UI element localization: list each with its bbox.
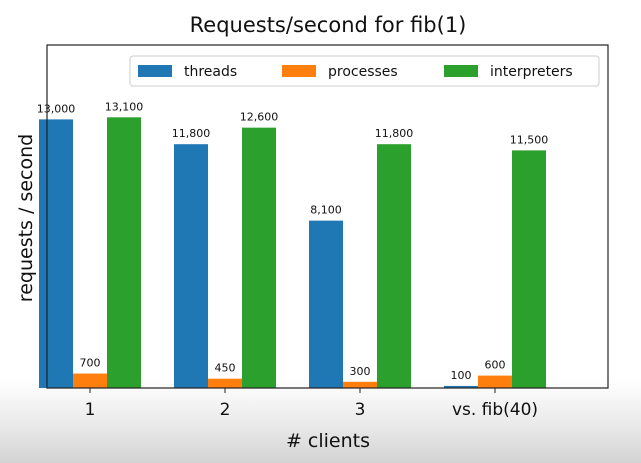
- bar-processes-3: [478, 375, 512, 388]
- legend-box: [129, 55, 600, 87]
- bar-interpreters-1: [242, 127, 276, 388]
- bar-threads-0: [39, 119, 73, 388]
- chart-title: Requests/second for fib(1): [190, 13, 467, 37]
- data-label-interpreters-3: 11,500: [510, 133, 549, 146]
- data-label-threads-0: 13,000: [37, 102, 76, 115]
- data-label-processes-2: 300: [350, 365, 371, 378]
- x-tick-label-3: vs. fib(40): [452, 400, 538, 420]
- data-label-threads-2: 8,100: [310, 204, 342, 217]
- bar-threads-1: [174, 144, 208, 388]
- x-tick-label-0: 1: [85, 400, 96, 420]
- legend-label-interpreters: interpreters: [490, 64, 573, 80]
- bar-threads-2: [309, 220, 343, 388]
- data-label-processes-1: 450: [215, 362, 236, 375]
- legend-label-processes: processes: [328, 64, 398, 80]
- data-label-processes-0: 700: [80, 357, 101, 370]
- bar-processes-2: [343, 381, 377, 388]
- bar-interpreters-3: [512, 150, 546, 388]
- legend-swatch-processes: [282, 65, 316, 77]
- bars-layer: [39, 117, 546, 388]
- bar-processes-0: [73, 373, 107, 388]
- data-labels-layer: 13,000 700 13,100 11,800 450 12,600 8,100 300 11…: [37, 100, 549, 382]
- x-tick-label-1: 2: [220, 400, 231, 420]
- data-label-interpreters-0: 13,100: [105, 100, 144, 113]
- x-tick-label-2: 3: [355, 400, 366, 420]
- bar-interpreters-0: [107, 117, 141, 388]
- y-axis-label: requests / second: [15, 134, 37, 302]
- plot-frame: [46, 44, 609, 389]
- bar-threads-3: [444, 385, 478, 388]
- data-label-interpreters-1: 12,600: [240, 111, 279, 124]
- legend-swatch-threads: [138, 65, 172, 77]
- legend: threads processes interpreters: [129, 55, 600, 87]
- legend-swatch-interpreters: [444, 65, 478, 77]
- bar-processes-1: [208, 378, 242, 388]
- data-label-processes-3: 600: [485, 359, 506, 372]
- bar-interpreters-2: [377, 144, 411, 388]
- x-ticks-layer: 1 2 3 vs. fib(40): [85, 388, 538, 420]
- data-label-threads-3: 100: [451, 369, 472, 382]
- data-label-interpreters-2: 11,800: [375, 127, 414, 140]
- x-axis-label: # clients: [286, 430, 370, 452]
- legend-label-threads: threads: [184, 64, 237, 80]
- data-label-threads-1: 11,800: [172, 127, 211, 140]
